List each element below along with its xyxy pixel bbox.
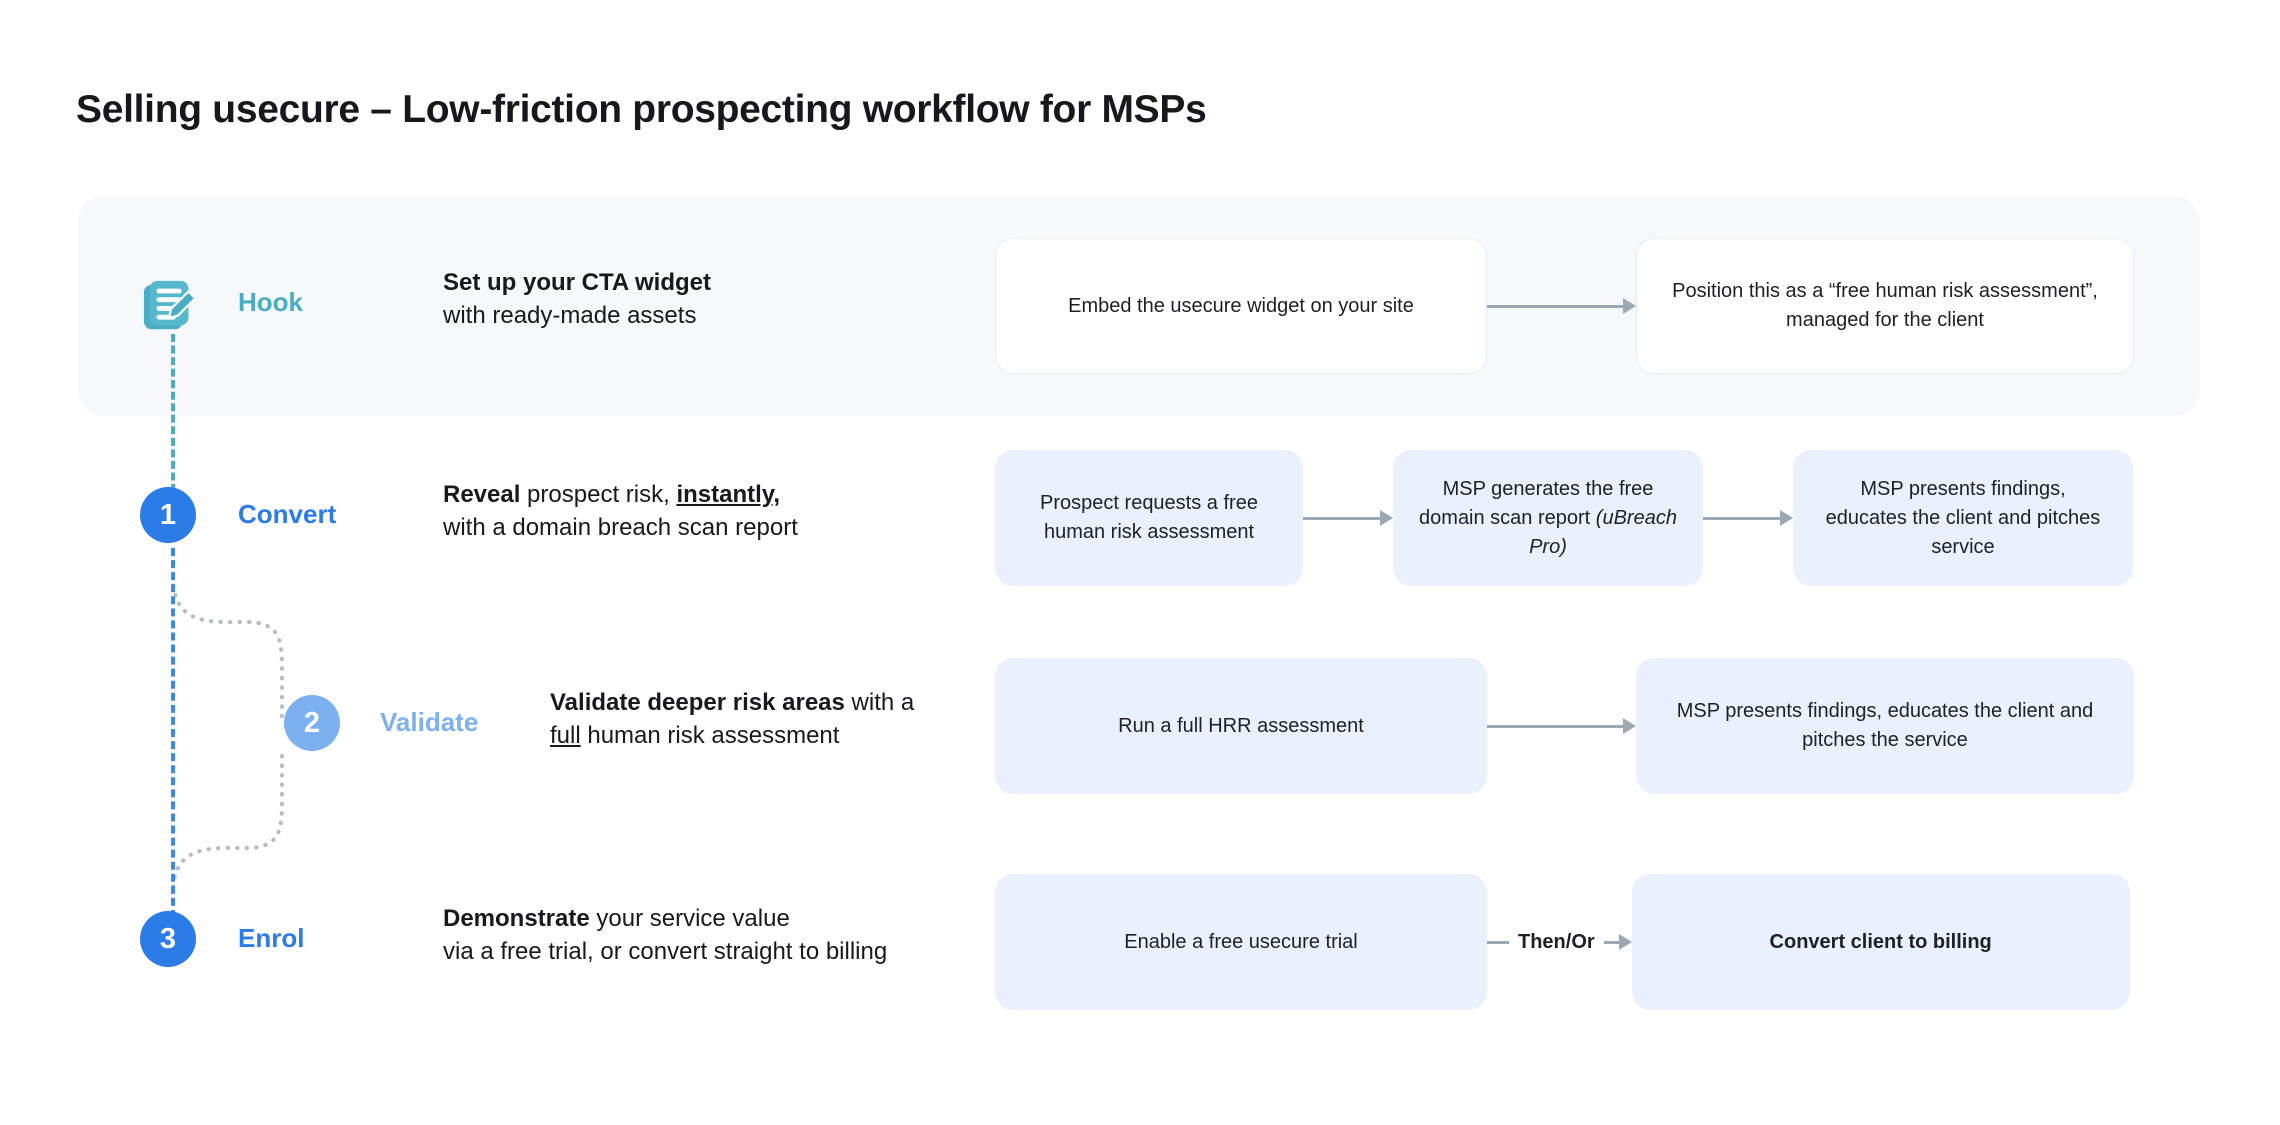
headline-enrol-mid: your service value xyxy=(589,905,790,932)
marker-convert: 1 xyxy=(140,487,202,549)
page-title: Selling usecure – Low-friction prospecti… xyxy=(76,88,1207,131)
headline-hook-rest: with ready-made assets xyxy=(443,302,697,330)
headline-convert-rest: with a domain breach scan report xyxy=(443,514,798,542)
card-hook-2[interactable]: Position this as a “free human risk asse… xyxy=(1636,238,2134,374)
marker-validate: 2 xyxy=(284,695,346,757)
card-enrol-1[interactable]: Enable a free usecure trial xyxy=(995,874,1487,1010)
headline-hook: Set up your CTA widget with ready-made a… xyxy=(443,266,963,332)
headline-validate-rest: human risk assessment xyxy=(580,722,840,750)
step-number-2: 2 xyxy=(284,695,340,751)
headline-validate-mid: with a xyxy=(844,689,915,716)
headline-enrol-bold: Demonstrate xyxy=(443,905,590,932)
card-convert-2[interactable]: MSP generates the free domain scan repor… xyxy=(1393,450,1703,586)
arrow-convert-1 xyxy=(1303,510,1393,526)
arrow-validate-1 xyxy=(1487,718,1636,734)
step-number-3: 3 xyxy=(140,911,196,967)
marker-enrol: 3 xyxy=(140,911,202,973)
connector-label-then-or: Then/Or xyxy=(1518,930,1595,953)
arrow-hook-1 xyxy=(1487,298,1636,314)
stage-label-enrol: Enrol xyxy=(238,923,305,953)
stage-label-hook: Hook xyxy=(238,287,303,317)
stage-label-convert: Convert xyxy=(238,499,337,529)
headline-enrol: Demonstrate your service value via a fre… xyxy=(443,902,963,968)
card-convert-2-text: MSP generates the free domain scan repor… xyxy=(1419,477,1654,529)
headline-convert: Reveal prospect risk, instantly, with a … xyxy=(443,478,963,544)
marker-hook xyxy=(140,275,202,337)
card-hook-1[interactable]: Embed the usecure widget on your site xyxy=(995,238,1487,374)
card-flow-validate: Run a full HRR assessment MSP presents f… xyxy=(995,658,2134,794)
card-flow-convert: Prospect requests a free human risk asse… xyxy=(995,450,2133,586)
card-validate-2[interactable]: MSP presents findings, educates the clie… xyxy=(1636,658,2134,794)
headline-convert-mid: prospect risk, xyxy=(520,481,677,508)
headline-validate: Validate deeper risk areas with a full h… xyxy=(550,686,950,752)
timeline-spine-blue xyxy=(171,548,175,918)
headline-convert-emphasis: instantly, xyxy=(676,481,781,508)
step-number-1: 1 xyxy=(140,487,196,543)
card-enrol-2[interactable]: Convert client to billing xyxy=(1631,874,2130,1010)
headline-hook-bold: Set up your CTA widget xyxy=(443,269,711,296)
card-flow-enrol: Enable a free usecure trial Then/Or Conv… xyxy=(995,874,2130,1010)
arrow-enrol-then-or: Then/Or xyxy=(1487,931,1632,954)
headline-enrol-rest: via a free trial, or convert straight to… xyxy=(443,938,888,966)
headline-convert-bold: Reveal xyxy=(443,481,521,508)
timeline-spine-teal xyxy=(171,334,175,492)
arrow-convert-2 xyxy=(1703,510,1793,526)
headline-validate-bold: Validate deeper risk areas xyxy=(550,689,845,716)
stage-label-validate: Validate xyxy=(380,707,479,737)
validate-branch-connector xyxy=(171,574,284,896)
card-validate-1[interactable]: Run a full HRR assessment xyxy=(995,658,1487,794)
card-enrol-2-text: Convert client to billing xyxy=(1769,930,1992,953)
card-convert-3[interactable]: MSP presents findings, educates the clie… xyxy=(1793,450,2133,586)
card-convert-1[interactable]: Prospect requests a free human risk asse… xyxy=(995,450,1303,586)
clipboard-pencil-icon xyxy=(143,280,197,330)
card-flow-hook: Embed the usecure widget on your site Po… xyxy=(995,238,2134,374)
card-convert-2-italic: (uBreach Pro) xyxy=(1529,506,1677,558)
headline-validate-emphasis: full xyxy=(550,722,581,750)
